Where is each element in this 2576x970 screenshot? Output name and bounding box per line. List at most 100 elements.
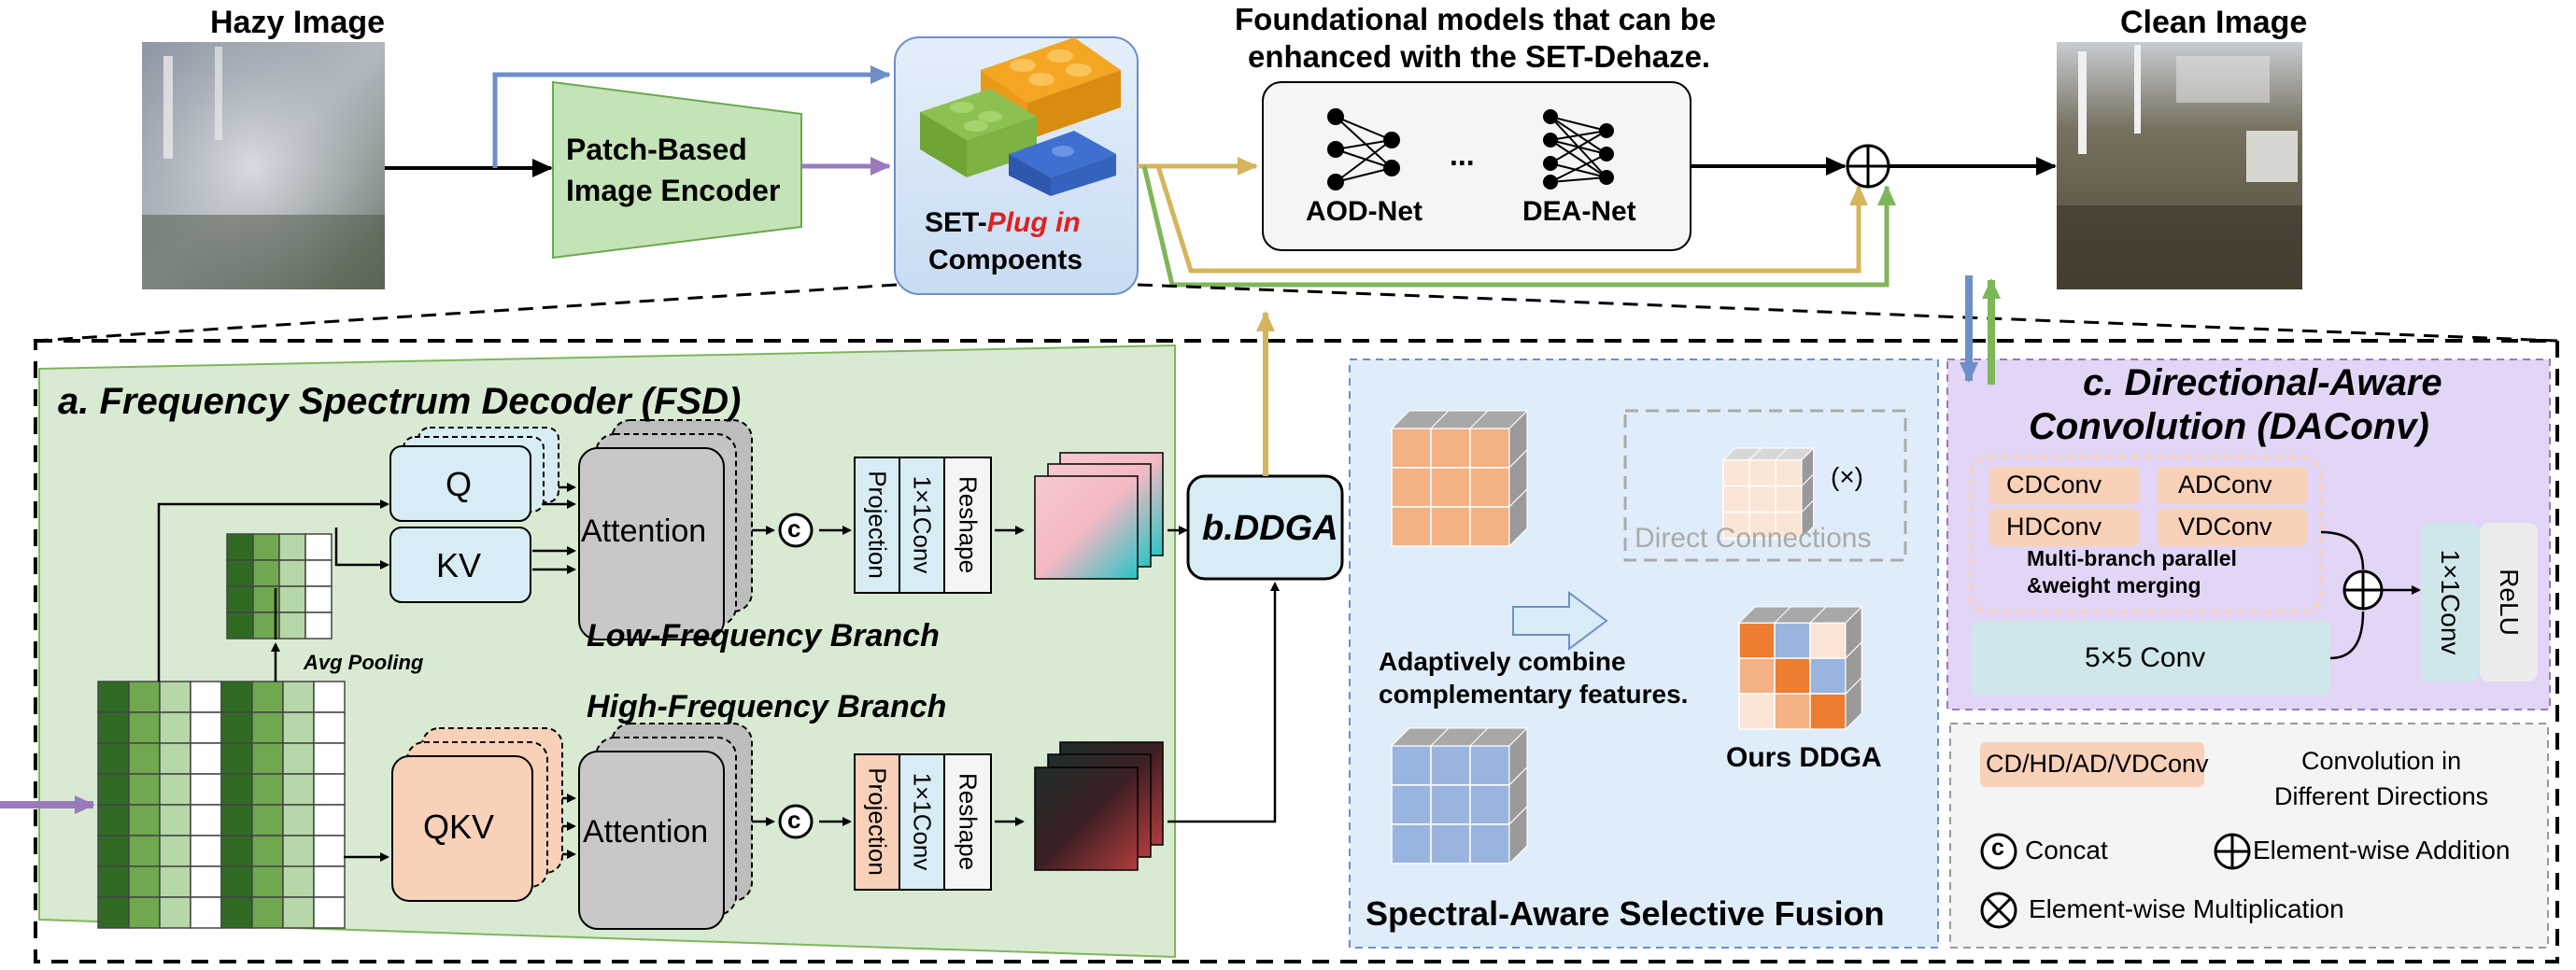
daconv-wires <box>2320 530 2421 660</box>
zoom-line-left <box>35 283 898 343</box>
low-branch-label: Low-Frequency Branch <box>587 618 940 654</box>
direct-connections-box <box>1623 409 1907 562</box>
conv-low-box <box>899 457 945 594</box>
legend-dir-label: CD/HD/AD/VDConv <box>1986 750 2209 778</box>
sasf-title: Spectral-Aware Selective Fusion <box>1366 894 1885 933</box>
orange-cube <box>1390 409 1529 548</box>
foundation-text-1: Foundational models that can be <box>1235 2 1717 36</box>
attention-low-block <box>578 419 753 640</box>
concat-low-text: c <box>787 514 801 542</box>
pooled-grid <box>226 533 333 640</box>
conv5-box <box>1971 621 2330 696</box>
kv-label: KV <box>436 546 482 584</box>
ddga-label: b.DDGA <box>1202 509 1338 548</box>
q-block <box>389 427 559 522</box>
conv5-label: 5×5 Conv <box>2085 642 2206 673</box>
adapt-arrow-icon <box>1512 591 1608 651</box>
daconv-title-1: c. Directional-Aware <box>2083 362 2442 403</box>
dea-net-icon <box>1543 109 1614 190</box>
legend-concat-icon <box>1980 833 2017 870</box>
adconv-label: ADConv <box>2178 471 2272 499</box>
proj-high-label: Projection <box>863 767 892 876</box>
attention-high-label: Attention <box>583 814 709 850</box>
legend-add-label: Element-wise Addition <box>2253 836 2511 865</box>
legend-dir-box <box>1980 742 2204 787</box>
qkv-block <box>391 727 563 902</box>
legend-add-icon <box>2214 833 2251 870</box>
conv1-label: 1×1Conv <box>2436 549 2465 655</box>
plugin-gold-bypass <box>1155 165 1868 274</box>
clean-image-title: Clean Image <box>2120 5 2308 40</box>
legend-concat-label: Concat <box>2025 836 2108 865</box>
reshape-high-box <box>943 753 992 891</box>
concat-high-icon <box>778 804 814 839</box>
adapt-text-1: Adaptively combine <box>1379 647 1626 676</box>
feature-grid <box>97 681 346 929</box>
model-ellipsis: ... <box>1450 138 1475 172</box>
ours-ddga-label: Ours DDGA <box>1726 742 1882 773</box>
dea-net-label: DEA-Net <box>1522 196 1636 227</box>
mixed-cube <box>1737 605 1863 731</box>
daconv-title-2: Convolution (DAConv) <box>2029 406 2429 447</box>
multiply-label: (×) <box>1831 462 1863 491</box>
adconv-box <box>2158 467 2307 504</box>
legend-mult-icon <box>1980 892 2017 929</box>
kv-block <box>389 527 531 603</box>
multibranch-group <box>1969 456 2323 613</box>
hazy-image <box>142 42 385 289</box>
merge-text-1: Multi-branch parallel <box>2027 546 2237 570</box>
direct-connections-label: Direct Connections <box>1635 523 1872 554</box>
reshape-low-label: Reshape <box>954 475 983 574</box>
daconv-sum-icon <box>2342 569 2384 611</box>
high-branch-label: High-Frequency Branch <box>587 689 947 724</box>
cdconv-box <box>1989 467 2139 504</box>
proj-low-label: Projection <box>863 471 892 579</box>
relu-box <box>2480 523 2538 682</box>
sum-node-icon <box>1846 144 1890 189</box>
reshape-high-label: Reshape <box>954 772 983 871</box>
low-frequency-image <box>1034 452 1164 580</box>
attention-low-label: Attention <box>581 513 707 549</box>
merge-text-2: &weight merging <box>2027 573 2201 597</box>
encoder-label-2: Image Encoder <box>566 174 781 207</box>
blue-cube <box>1390 726 1529 865</box>
conv1-box <box>2421 523 2479 682</box>
hazy-to-plugin-arrow <box>492 65 891 168</box>
foundation-text-2: enhanced with the SET-Dehaze. <box>1248 39 1711 74</box>
relu-label: ReLU <box>2495 569 2524 636</box>
legend-dir-desc-2: Different Directions <box>2274 782 2489 810</box>
plugin-green-bypass <box>1141 165 1896 288</box>
hdconv-label: HDConv <box>2006 513 2102 541</box>
zoom-line-right <box>1137 283 2558 343</box>
patch-encoder-block <box>552 80 802 260</box>
hazy-image-title: Hazy Image <box>210 5 386 40</box>
conv-high-label: 1×1Conv <box>908 772 937 871</box>
q-label: Q <box>446 465 473 503</box>
high-frequency-image <box>1034 741 1164 871</box>
reshape-low-box <box>943 457 992 594</box>
vdconv-box <box>2158 509 2307 546</box>
legend-mult-label: Element-wise Multiplication <box>2029 894 2344 923</box>
concat-low-icon <box>778 513 814 548</box>
fsd-title: a. Frequency Spectrum Decoder (FSD) <box>58 381 742 422</box>
plugin-label-1: SET-Plug in <box>925 207 1081 238</box>
vdconv-label: VDConv <box>2178 513 2272 541</box>
avg-pooling-label: Avg Pooling <box>304 651 424 674</box>
qkv-label: QKV <box>423 808 495 846</box>
legend-concat-symbol: c <box>1991 835 2004 861</box>
conv-low-label: 1×1Conv <box>908 475 937 574</box>
attention-high-block <box>578 723 753 930</box>
aod-net-icon <box>1327 108 1400 190</box>
legend-dir-desc-1: Convolution in <box>2301 747 2462 775</box>
cdconv-label: CDConv <box>2006 471 2102 499</box>
encoder-label-1: Patch-Based <box>566 133 747 166</box>
proj-low-box <box>854 457 900 594</box>
aod-net-label: AOD-Net <box>1306 196 1422 227</box>
concat-high-text: c <box>787 806 801 834</box>
hdconv-box <box>1989 509 2139 546</box>
lego-icon <box>920 37 1121 196</box>
bottom-frame <box>34 339 2559 963</box>
plugin-label-2: Compoents <box>928 245 1083 275</box>
clean-image <box>2057 42 2302 289</box>
